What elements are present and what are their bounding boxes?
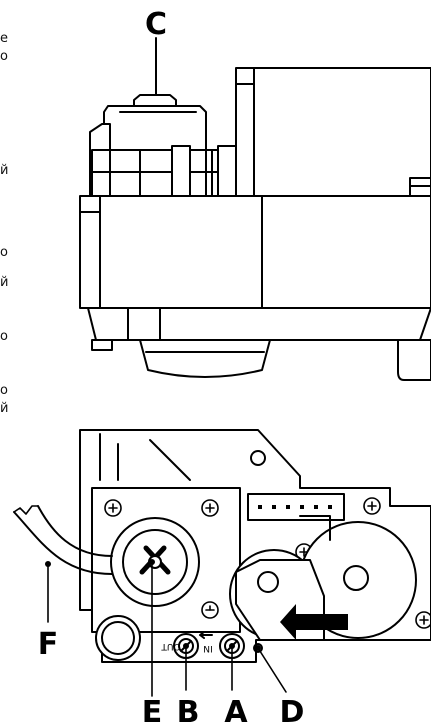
text-fragment-8: й <box>0 401 9 416</box>
in-mark: IN <box>203 643 212 653</box>
text-fragment-1: е <box>0 31 8 46</box>
text-fragment-3: й <box>0 163 9 178</box>
text-fragment-6: о <box>0 329 8 344</box>
text-fragment-2: о <box>0 49 8 64</box>
out-mark: OUT <box>161 641 181 651</box>
text-fragment-5: й <box>0 275 9 290</box>
valve-bottom-view <box>13 429 431 663</box>
callout-f: F <box>38 627 59 662</box>
callout-b: B <box>177 695 200 724</box>
callout-d: D <box>280 695 305 724</box>
text-fragment-7: о <box>0 383 8 398</box>
callout-e: E <box>142 695 163 724</box>
callout-c: C <box>145 7 167 42</box>
callout-leaders <box>45 559 287 697</box>
valve-side-view <box>79 37 431 381</box>
text-fragment-4: о <box>0 245 8 260</box>
callout-a: A <box>224 695 248 724</box>
